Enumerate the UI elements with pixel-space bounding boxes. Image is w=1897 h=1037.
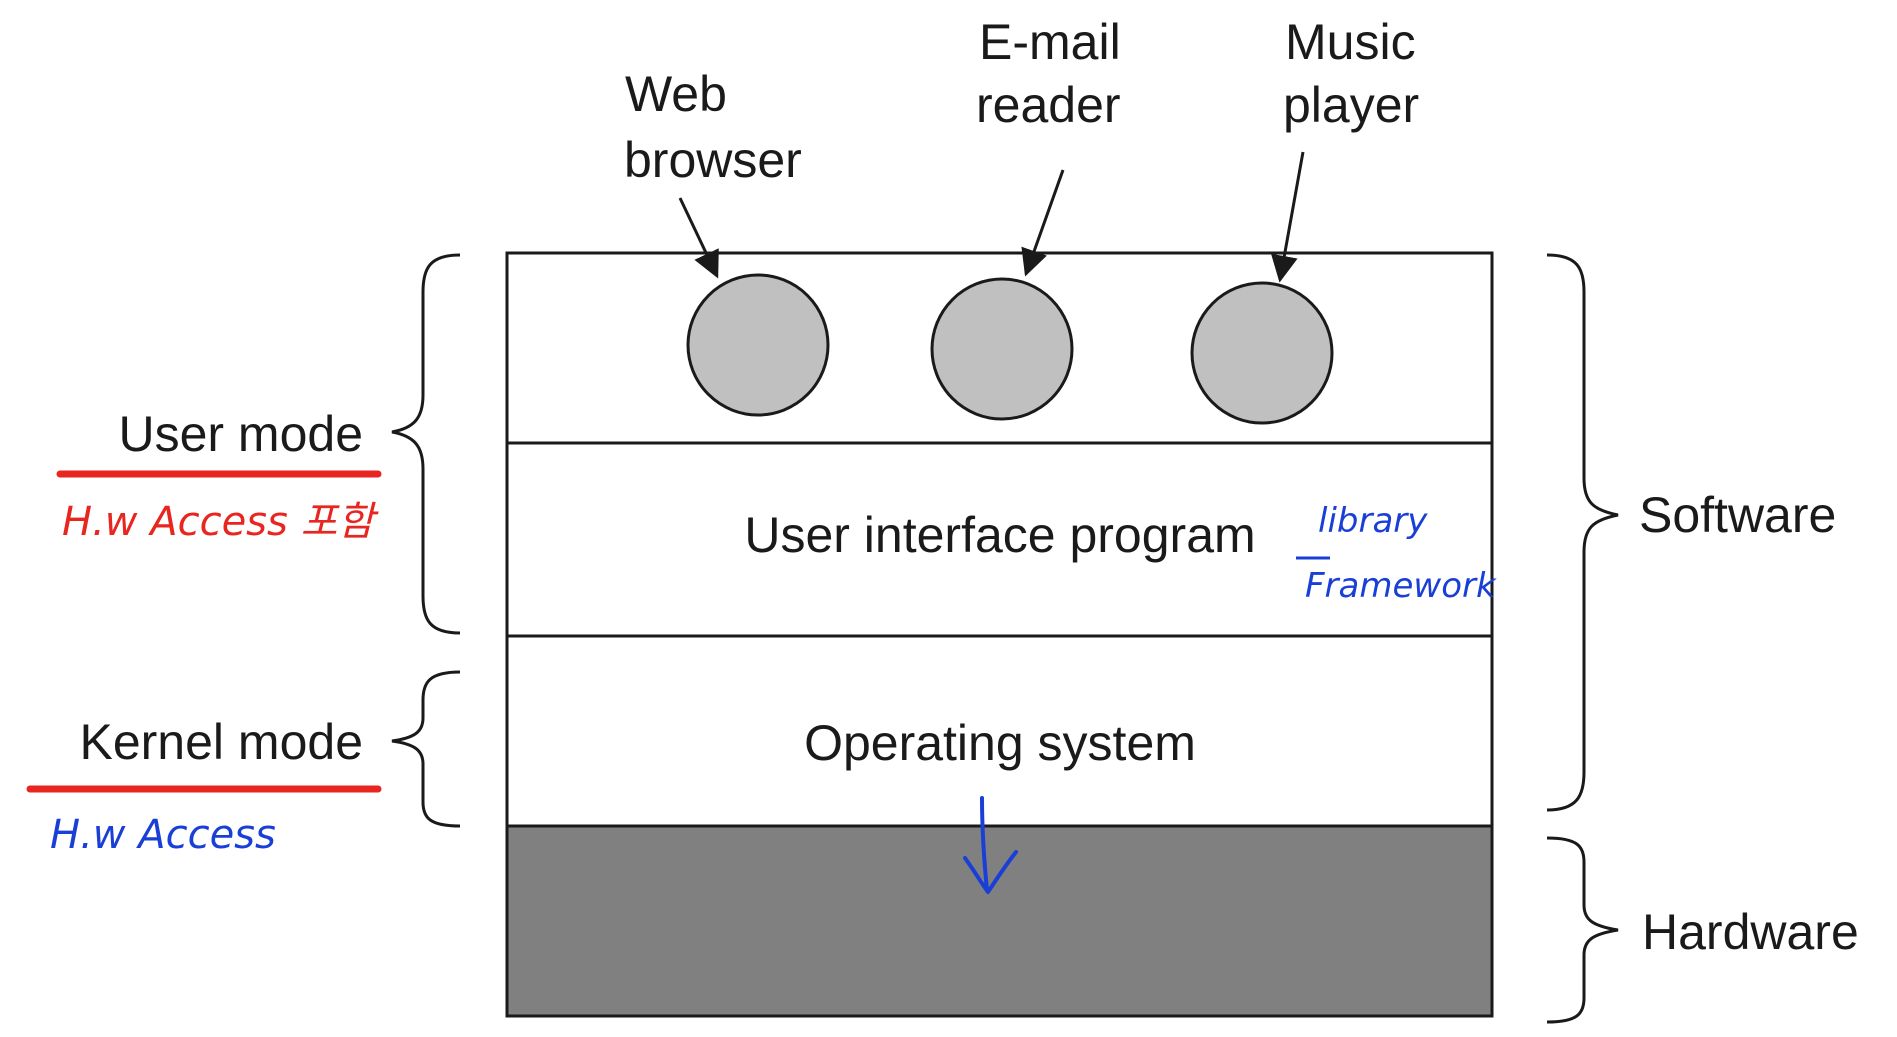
email-reader-circle [930, 277, 1074, 421]
ui-program-label: User interface program [744, 507, 1255, 563]
web-browser-circle [686, 273, 830, 417]
software-label: Software [1639, 487, 1836, 543]
os-to-hardware-hand-arrow [963, 796, 1018, 894]
web-browser-label-line2: browser [624, 132, 802, 188]
user-mode-label: User mode [118, 406, 363, 462]
kernel-mode-brace [391, 670, 461, 828]
music-player-label-line1: Music [1285, 14, 1416, 70]
kernel-mode-label: Kernel mode [80, 714, 364, 770]
user-mode-note: H.w Access 포함 [62, 499, 379, 545]
hardware-layer-box [505, 824, 1494, 1018]
email-reader-arrow [1021, 169, 1065, 277]
ui-note-framework: Framework [1305, 566, 1497, 606]
music-player-label-line2: player [1283, 77, 1419, 133]
ui-note-library: library [1318, 501, 1428, 541]
web-browser-label-line1: Web [625, 66, 727, 122]
hardware-brace [1546, 836, 1619, 1024]
software-brace [1546, 253, 1619, 812]
web-browser-arrow [678, 197, 719, 279]
os-label: Operating system [804, 715, 1196, 771]
kernel-mode-note: H.w Access [50, 812, 276, 858]
music-player-circle [1190, 281, 1334, 425]
ui-program-layer-box [505, 441, 1494, 638]
music-player-arrow [1271, 151, 1305, 283]
os-layer-box [505, 634, 1494, 828]
email-reader-label-line2: reader [976, 77, 1121, 133]
email-reader-label-line1: E-mail [979, 14, 1121, 70]
hardware-label: Hardware [1642, 904, 1859, 960]
user-mode-brace [391, 253, 461, 635]
